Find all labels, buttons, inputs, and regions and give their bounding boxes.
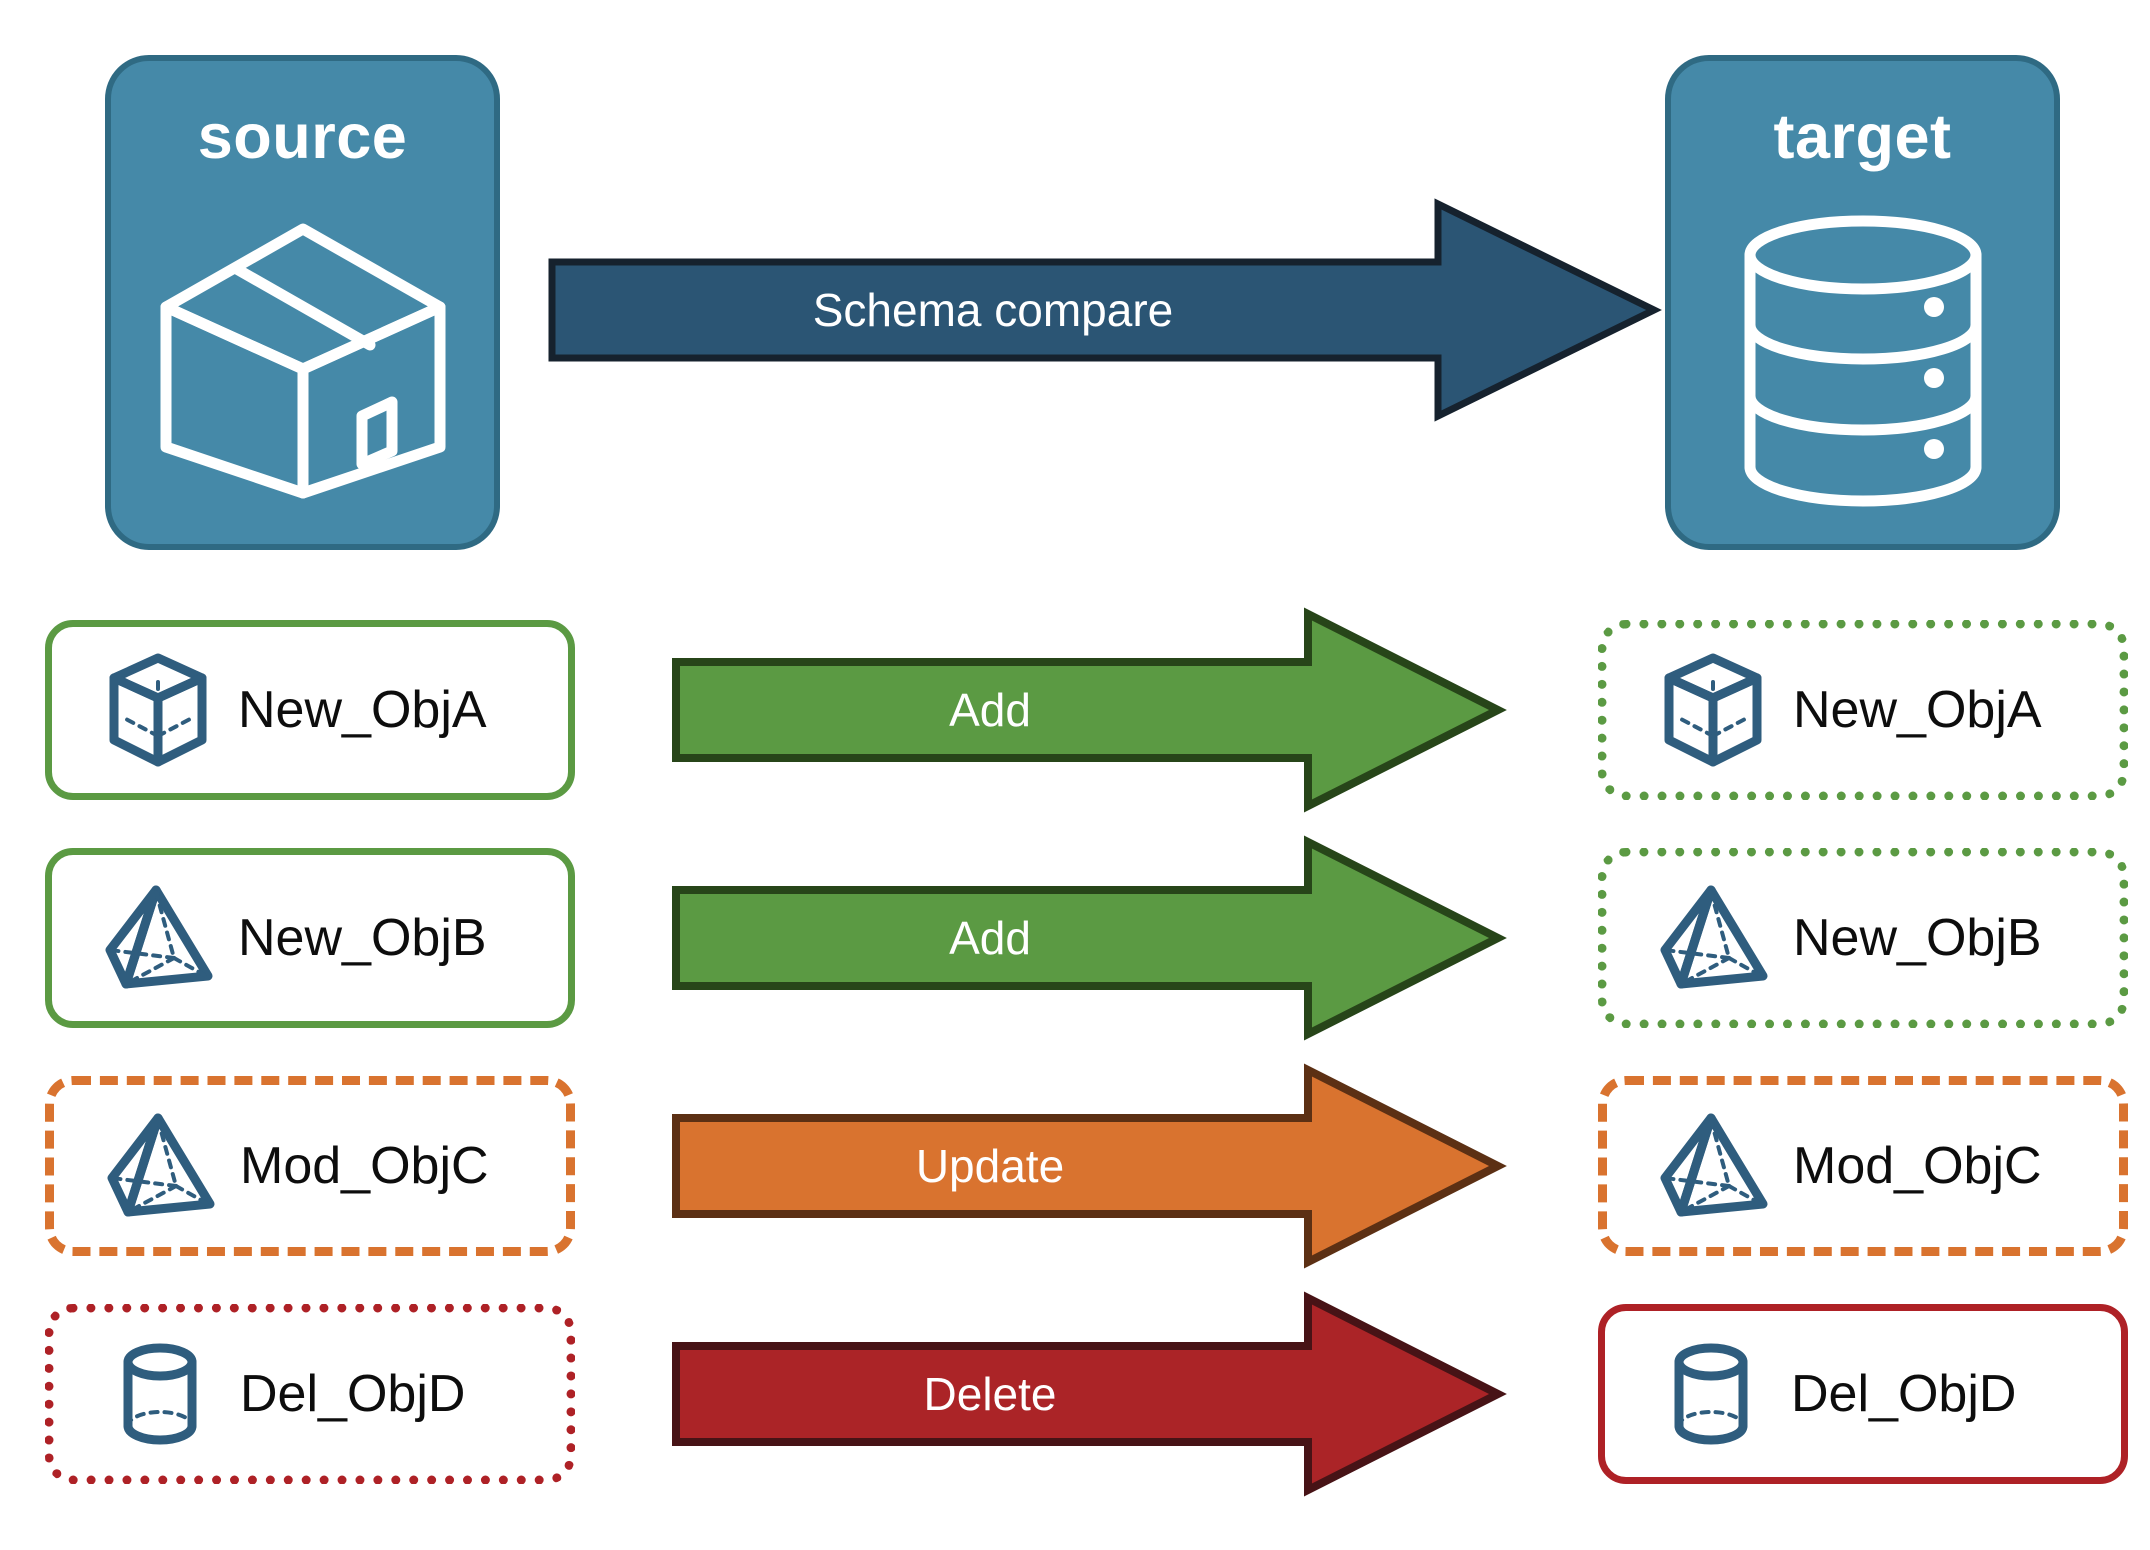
target-panel-title: target xyxy=(1773,102,1952,172)
update-arrow-row-3: Update xyxy=(672,1063,1507,1269)
table-row: New_ObjB Add xyxy=(0,835,2150,1041)
table-row: Del_ObjD Delete Del_ObjD xyxy=(0,1291,2150,1497)
object-label: New_ObjA xyxy=(238,681,487,739)
object-label: New_ObjB xyxy=(1793,909,2042,967)
package-box-icon xyxy=(111,211,494,511)
arrow-label-update: Update xyxy=(915,1140,1065,1192)
add-arrow-row-2: Add xyxy=(672,835,1507,1041)
schema-compare-label: Schema compare xyxy=(812,284,1174,336)
target-panel: target xyxy=(1665,55,2060,550)
target-object-mod-objc[interactable]: Mod_ObjC xyxy=(1598,1076,2128,1256)
arrow-label-add-1: Add xyxy=(949,684,1031,736)
object-label: Mod_ObjC xyxy=(1793,1137,2042,1195)
object-label: New_ObjA xyxy=(1793,681,2042,739)
source-object-new-obja[interactable]: New_ObjA xyxy=(45,620,575,800)
wireframe-cylinder-icon xyxy=(102,1336,218,1452)
wireframe-pyramid-icon xyxy=(102,1108,218,1224)
object-label: Mod_ObjC xyxy=(240,1137,489,1195)
source-object-mod-objc[interactable]: Mod_ObjC xyxy=(45,1076,575,1256)
wireframe-cube-icon xyxy=(100,652,216,768)
wireframe-pyramid-icon xyxy=(1655,1108,1771,1224)
object-label: Del_ObjD xyxy=(240,1365,466,1423)
database-cylinder-icon xyxy=(1671,211,2054,511)
source-panel: source xyxy=(105,55,500,550)
schema-compare-arrow: Schema compare xyxy=(548,198,1662,422)
target-object-del-objd[interactable]: Del_ObjD xyxy=(1598,1304,2128,1484)
add-arrow-row-1: Add xyxy=(672,607,1507,813)
table-row: Mod_ObjC Update xyxy=(0,1063,2150,1269)
source-object-new-objb[interactable]: New_ObjB xyxy=(45,848,575,1028)
table-row: New_ObjA Add xyxy=(0,607,2150,813)
wireframe-pyramid-icon xyxy=(100,880,216,996)
target-object-new-obja[interactable]: New_ObjA xyxy=(1598,620,2128,800)
object-label: Del_ObjD xyxy=(1791,1365,2017,1423)
delete-arrow-row-4: Delete xyxy=(672,1291,1507,1497)
wireframe-cylinder-icon xyxy=(1653,1336,1769,1452)
source-panel-title: source xyxy=(197,102,408,172)
wireframe-cube-icon xyxy=(1655,652,1771,768)
object-label: New_ObjB xyxy=(238,909,487,967)
wireframe-pyramid-icon xyxy=(1655,880,1771,996)
source-object-del-objd[interactable]: Del_ObjD xyxy=(45,1304,575,1484)
arrow-label-delete: Delete xyxy=(923,1368,1057,1420)
arrow-label-add-2: Add xyxy=(949,912,1031,964)
target-object-new-objb[interactable]: New_ObjB xyxy=(1598,848,2128,1028)
